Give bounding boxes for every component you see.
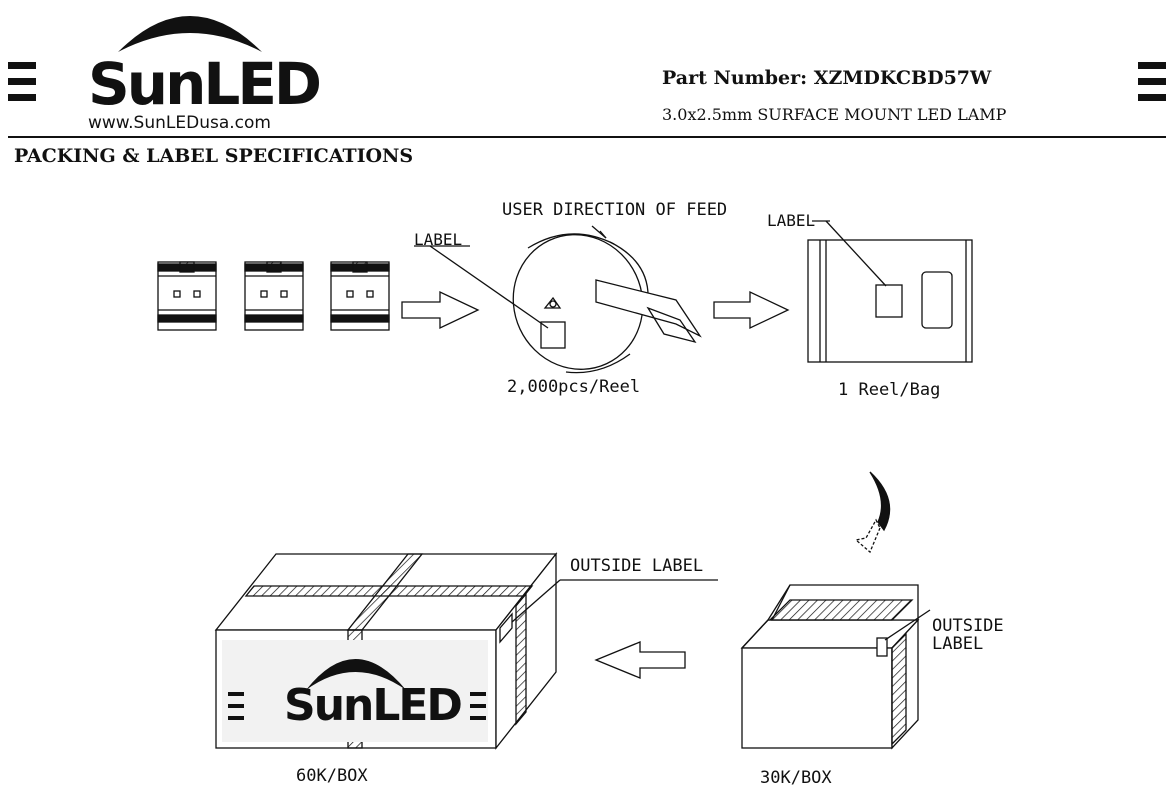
bag-icon: [807, 239, 973, 363]
reel-label: LABEL: [414, 230, 463, 249]
box-small-quantity: 30K/BOX: [760, 768, 832, 788]
reel-quantity: 2,000pcs/Reel: [507, 377, 641, 397]
box-logo-arc-icon: [306, 659, 406, 690]
curved-arrow-icon: [869, 471, 891, 532]
reel-icon: [512, 225, 702, 374]
right-bars-icon: [1138, 62, 1166, 102]
led-component-1-icon: [157, 261, 217, 331]
header-divider: [8, 136, 1166, 138]
arrow-right-icon: [401, 290, 480, 330]
outside-label-small-2: LABEL: [932, 634, 984, 654]
outside-label-big: OUTSIDE LABEL: [570, 556, 704, 576]
bag-quantity: 1 Reel/Bag: [838, 380, 941, 400]
outside-label-small-1: OUTSIDE: [932, 616, 1004, 636]
box-big-quantity: 60K/BOX: [296, 766, 368, 786]
bag-label: LABEL: [767, 211, 816, 230]
part-number: Part Number: XZMDKCBD57W: [662, 67, 992, 89]
small-box-icon: [740, 584, 920, 750]
box-logo-text: SunLED: [284, 680, 463, 731]
logo-arc-icon: [118, 16, 262, 52]
feed-direction-label: USER DIRECTION OF FEED: [502, 200, 728, 220]
arrow-right-icon: [713, 290, 790, 330]
section-title: PACKING & LABEL SPECIFICATIONS: [14, 145, 414, 167]
led-component-2-icon: [244, 261, 304, 331]
logo-text: SunLED: [88, 50, 322, 118]
left-bars-icon: [8, 62, 36, 102]
led-component-3-icon: [330, 261, 390, 331]
arrow-left-icon: [594, 641, 686, 679]
product-subtitle: 3.0x2.5mm SURFACE MOUNT LED LAMP: [662, 105, 1007, 124]
box-bars-icon: [228, 692, 486, 720]
website-url: www.SunLEDusa.com: [88, 113, 271, 133]
big-box-icon: [214, 552, 558, 750]
